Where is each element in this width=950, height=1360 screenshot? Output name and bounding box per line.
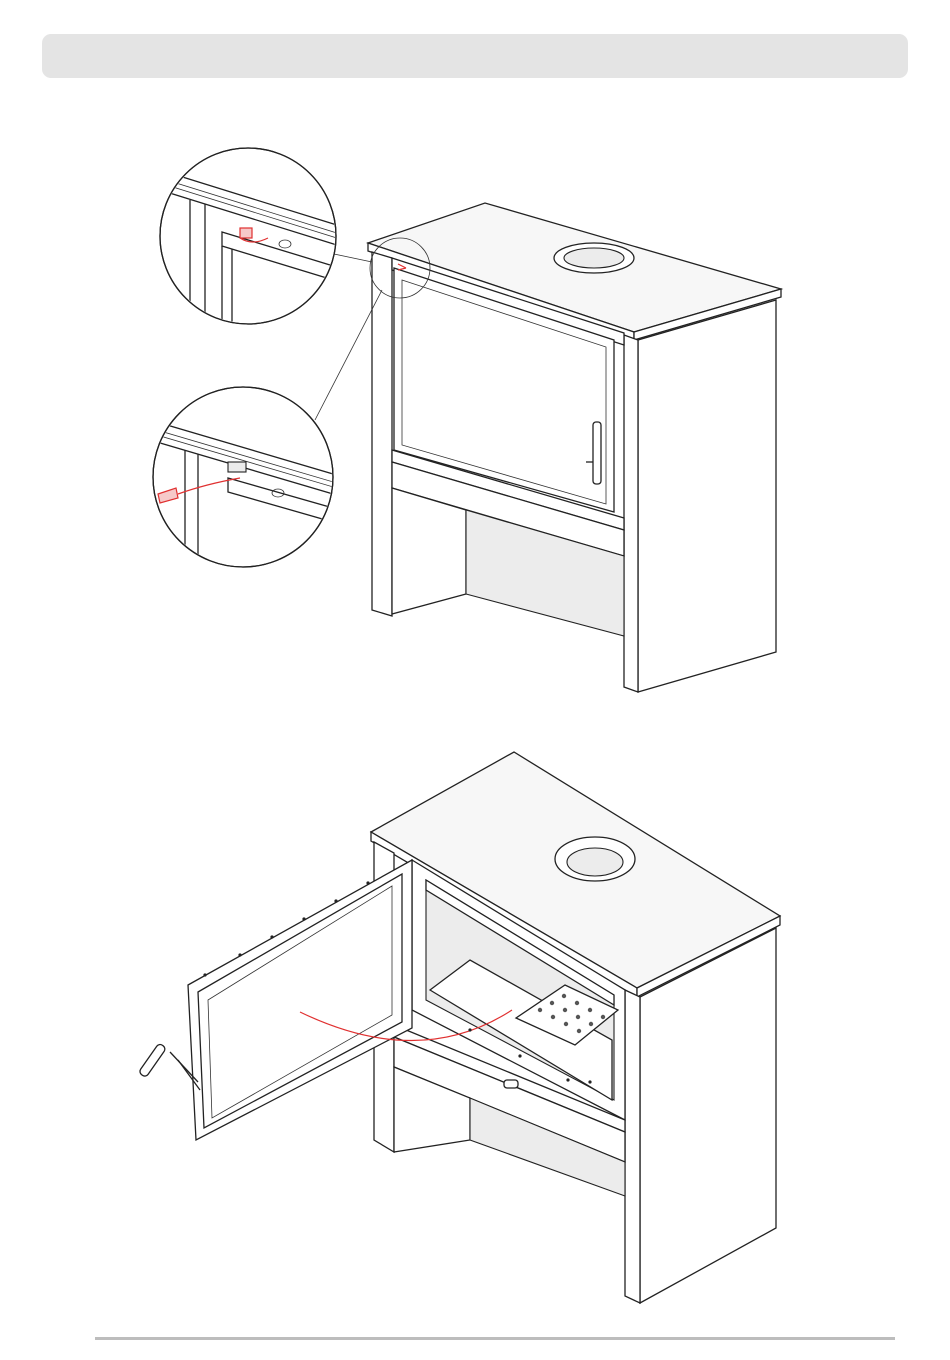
ash-rail-knob	[504, 1080, 518, 1088]
stove2-front-right-upright	[625, 990, 640, 1303]
stove2-flue-inner	[567, 848, 623, 876]
footer-rule	[95, 1337, 895, 1340]
open-door-inner-frame	[198, 874, 402, 1128]
